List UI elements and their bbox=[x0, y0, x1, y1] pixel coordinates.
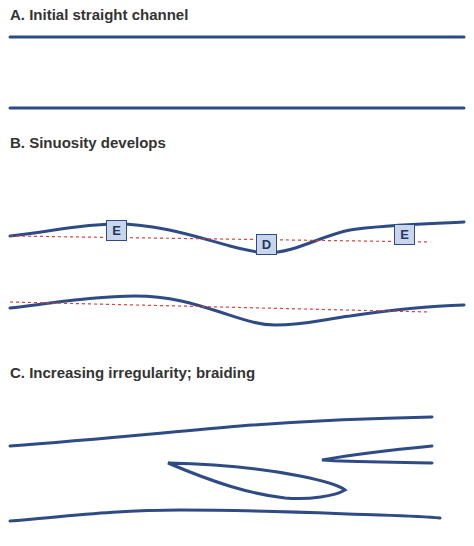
bend-marker-box: E bbox=[106, 220, 127, 241]
channel-bank bbox=[10, 510, 440, 521]
channel-island bbox=[168, 463, 345, 499]
channel-bank bbox=[10, 36, 464, 39]
channel-bank bbox=[10, 296, 464, 325]
panel-heading: B. Sinuosity develops bbox=[10, 134, 166, 151]
panel-heading: A. Initial straight channel bbox=[10, 6, 188, 23]
channel-bar bbox=[322, 446, 432, 463]
bend-letter: E bbox=[400, 228, 409, 241]
channel-bank bbox=[10, 222, 464, 253]
bend-letter: D bbox=[262, 238, 271, 251]
bend-marker-box: E bbox=[394, 224, 415, 245]
bend-letter: E bbox=[112, 224, 121, 237]
bend-marker-box: D bbox=[256, 234, 277, 255]
mean-axis-line bbox=[10, 236, 430, 242]
panel-heading: C. Increasing irregularity; braiding bbox=[10, 364, 255, 381]
mean-axis-line bbox=[10, 302, 430, 312]
channel-bank bbox=[10, 417, 432, 446]
channel-bank bbox=[10, 107, 464, 110]
